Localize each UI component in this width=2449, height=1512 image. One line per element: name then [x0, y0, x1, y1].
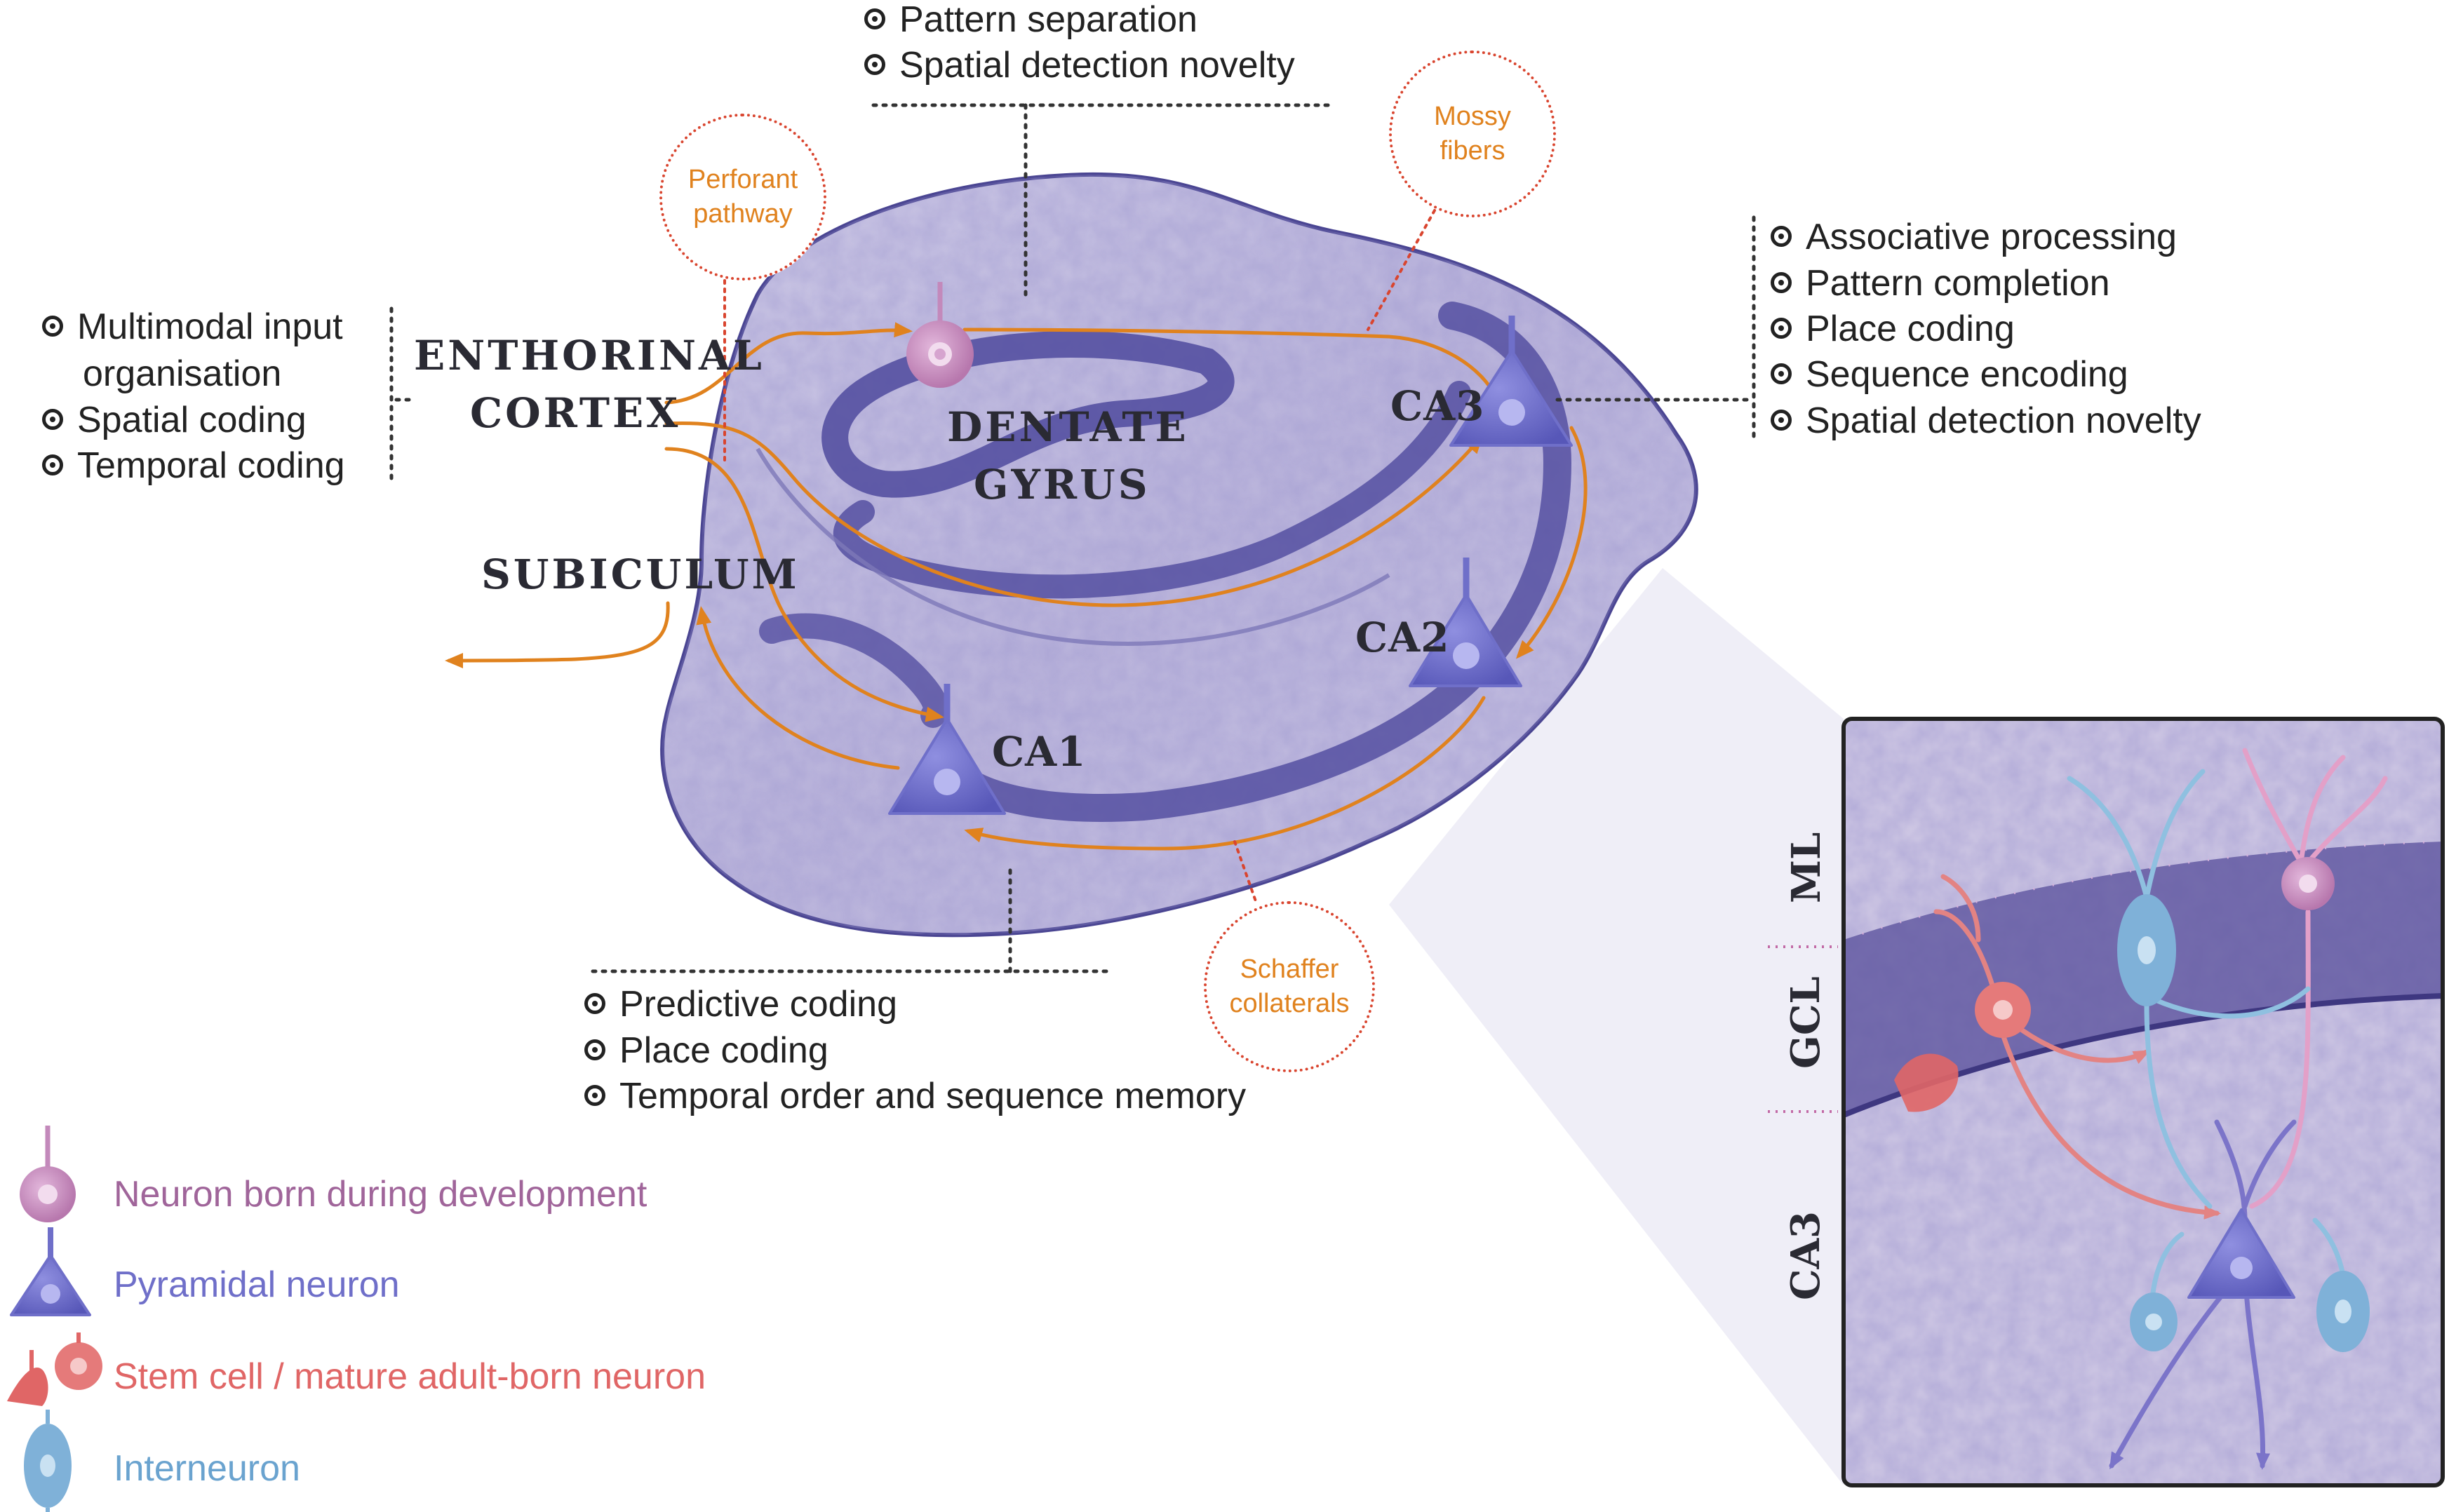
pyramidal-neuron-ca2: [1409, 558, 1522, 687]
inset-interneuron-gcl: [2117, 894, 2176, 1006]
bullet-icon: [1771, 410, 1792, 431]
ca1-label: CA1: [992, 728, 1087, 776]
inset-interneuron-right: [2316, 1271, 2370, 1352]
bullet-icon: [1771, 318, 1792, 339]
inset-layer-ml: ML: [1783, 832, 1830, 903]
pyramidal-neuron-ca3: [1449, 316, 1573, 447]
zoom-wedge: [1389, 568, 1844, 1485]
stem-cell-icon: [7, 1332, 102, 1406]
legend-pyramidal-neuron: Pyramidal neuron: [114, 1264, 400, 1305]
inset-pyramidal-neuron: [2187, 1208, 2295, 1299]
ca3-label: CA3: [1390, 382, 1485, 430]
perforant-to-dentate-arrow: [664, 322, 913, 405]
inset-stem-cell: [1894, 1053, 1959, 1112]
perforant-to-ca3-arrow: [664, 421, 1483, 607]
dentate-label-line1: DENTATE: [947, 403, 1189, 451]
inset-interneuron-left: [2130, 1292, 2178, 1351]
legend-developmental-neuron: Neuron born during development: [114, 1174, 648, 1215]
bullet-icon: [1771, 363, 1792, 385]
subiculum-output-arrow: [445, 601, 670, 668]
bullet-icon: [584, 1085, 605, 1107]
entorhinal-function-2: Spatial coding: [42, 402, 307, 438]
pathway-leaders: [723, 209, 1436, 903]
interneuron-icon: [24, 1410, 72, 1512]
developmental-neuron-dentate: [906, 282, 974, 388]
bullet-icon: [584, 1039, 605, 1061]
ca3-function-4: Sequence encoding: [1771, 356, 2128, 393]
pyramidal-neuron-icon: [10, 1227, 91, 1316]
inset-layer-ca3: CA3: [1783, 1211, 1829, 1300]
ca3-function-5: Spatial detection novelty: [1771, 403, 2201, 439]
entorhinal-function-1: Multimodal input: [42, 309, 343, 345]
legend-interneuron: Interneuron: [114, 1448, 300, 1489]
bullet-icon: [584, 993, 605, 1015]
bullet-icon: [864, 8, 885, 30]
bullet-icon: [1771, 272, 1792, 294]
bullet-icon: [42, 409, 63, 431]
inset-layer-gcl: GCL: [1783, 976, 1829, 1069]
ca1-function-2: Place coding: [584, 1032, 828, 1069]
mossy-fiber-arrow: [962, 328, 1500, 404]
ca1-function-3: Temporal order and sequence memory: [584, 1078, 1246, 1114]
ca2-label: CA2: [1355, 614, 1450, 661]
legend-stem-cell: Stem cell / mature adult-born neuron: [114, 1356, 706, 1397]
perforant-pathway-bubble: Perforant pathway: [659, 114, 826, 281]
ca3-function-3: Place coding: [1771, 311, 2015, 347]
entorhinal-label-line1: ENTHORINAL: [414, 332, 765, 379]
ca3-to-ca2-arrow: [1516, 426, 1588, 659]
dentate-label-line2: GYRUS: [974, 461, 1150, 508]
entorhinal-label-line2: CORTEX: [470, 389, 681, 437]
ca3-function-2: Pattern completion: [1771, 265, 2110, 302]
dentate-function-1: Pattern separation: [864, 1, 1197, 38]
inset-panel: [1768, 717, 2445, 1487]
schaffer-collaterals-bubble: Schaffer collaterals: [1204, 901, 1375, 1072]
bullet-icon: [1771, 226, 1792, 248]
mossy-fibers-bubble: Mossy fibers: [1389, 50, 1556, 217]
ca1-function-1: Predictive coding: [584, 986, 897, 1022]
subiculum-label: SUBICULUM: [481, 551, 800, 598]
developmental-neuron-icon: [20, 1126, 76, 1222]
dentate-function-2: Spatial detection novelty: [864, 47, 1295, 83]
perforant-to-ca1-arrow: [664, 447, 944, 722]
inset-adult-born-neuron: [1975, 982, 2031, 1038]
schaffer-collateral-arrow: [964, 696, 1486, 851]
inset-developmental-neuron: [2281, 857, 2335, 910]
pathway-arrows: [445, 322, 1588, 851]
entorhinal-function-3: Temporal coding: [42, 447, 345, 484]
ca1-to-subiculum-arrow: [696, 606, 900, 770]
bullet-icon: [42, 316, 63, 337]
leader-lines: [389, 103, 1756, 973]
entorhinal-function-1-cont: organisation: [83, 353, 282, 394]
bullet-icon: [42, 454, 63, 476]
bullet-icon: [864, 54, 885, 76]
ca3-function-1: Associative processing: [1771, 219, 2177, 255]
pyramidal-neuron-ca1: [888, 684, 1006, 815]
